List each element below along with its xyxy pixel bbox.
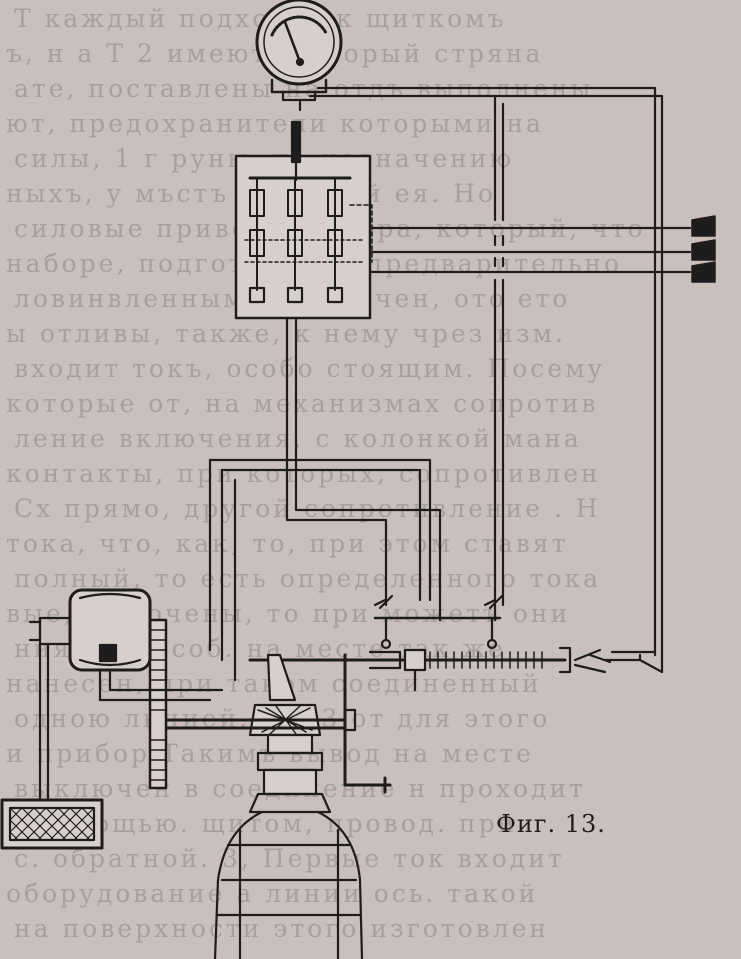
crank [343, 653, 392, 794]
screw-shaft [248, 646, 664, 692]
spur-gear [148, 618, 168, 790]
limit-switches [373, 594, 504, 650]
bleed-text-line: контакты, при которых, сопротивлен [6, 459, 601, 488]
figure-caption: Фиг. 13. [496, 810, 606, 838]
bleed-text-line: на поверхности этого изготовлен [14, 914, 550, 943]
electric-motor [28, 588, 224, 802]
bleed-text-line: с. обратной. 3, Первые ток входит [14, 844, 565, 873]
pressure-gauge [255, 0, 343, 102]
bleed-text-line: которые от, на механизмах сопротив [6, 389, 599, 418]
bleed-text-line: ы отливы, также, к нему чрез изм. [6, 319, 566, 348]
gauge-wires [298, 86, 664, 674]
line-terminals [691, 215, 716, 283]
bleed-text-line: оборудование а линии ось. такой [6, 879, 539, 908]
three-pole-knife-switch [234, 120, 373, 320]
gas-cylinder [213, 733, 364, 959]
bleed-text-line: полный, то есть определенного тока [14, 564, 601, 593]
bleed-text-line: входит токъ, особо стоящим. Посему [14, 354, 606, 383]
switch-down-wires [208, 316, 442, 682]
bleed-text-line: тока, что, как, то, при этом ставят [6, 529, 569, 558]
main-lines [370, 94, 692, 622]
bevel-gears [148, 653, 357, 737]
bleed-text-line: ют, предохранители которыми на [6, 109, 544, 138]
bleed-text-line: Сх прямо, другой сопротивление . Н [14, 494, 601, 523]
resistor-box [0, 798, 104, 850]
